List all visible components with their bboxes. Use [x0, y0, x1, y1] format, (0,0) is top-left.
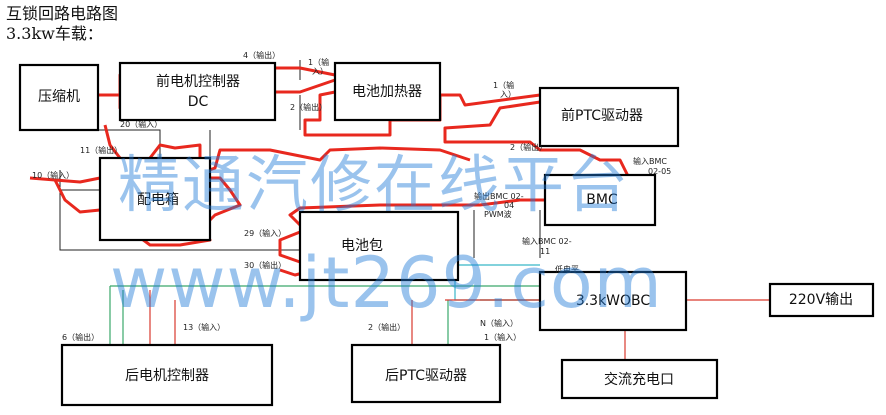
ac-charge-port-box: [560, 358, 719, 400]
pin-label-13-in: 13（输入）: [183, 322, 225, 332]
pin-label-bmc-out-04: 输出BMC 02-: [474, 191, 524, 201]
pin-label-30-out: 30（输出）: [244, 260, 286, 270]
pin-label-rear-2-out: 2（输出）: [368, 322, 405, 332]
front-motor-controller-label: 前电机控制器: [156, 73, 240, 90]
pin-label-ptc-1-in-a: 1（输: [493, 80, 514, 90]
rear-motor-controller-box: [60, 343, 274, 407]
bmc-box: [543, 173, 657, 227]
pin-label-low-level: 低电平: [555, 264, 579, 274]
dc-label: DC: [188, 94, 209, 110]
pin-label-ptc-1-in-b: 入）: [500, 90, 516, 99]
pin-label-bmc-out-04b: 04: [504, 201, 514, 210]
pin-labels: 4（输出） 1（输 入） 2（输出） 1（输 入） 2（输出） 20（输入） 1…: [32, 50, 671, 342]
battery-heater-box: [333, 61, 442, 122]
front-ptc-driver-label: 前PTC驱动器: [561, 107, 643, 124]
pin-label-n-in: N（输入）: [480, 318, 518, 328]
pin-label-29-in: 29（输入）: [244, 228, 286, 238]
pin-label-2-out: 2（输出）: [290, 102, 327, 112]
page-subtitle: 3.3kw车载：: [6, 24, 103, 43]
pin-label-1-in-a: 1（输: [308, 57, 329, 67]
pdu-label: 配电箱: [137, 192, 179, 208]
pin-label-bmc-in-11b: 11: [540, 247, 550, 256]
battery-pack-label: 电池包: [341, 238, 383, 254]
watermark-line1: 精通汽修在线平台: [118, 148, 630, 221]
pin-label-6-out: 6（输出）: [62, 332, 99, 342]
pin-label-bmc-in-11: 输入BMC 02-: [522, 236, 572, 246]
output-220v-box: [768, 282, 875, 318]
rear-motor-controller-label: 后电机控制器: [125, 368, 209, 384]
pin-label-ptc-2-out: 2（输出）: [510, 142, 547, 152]
pin-label-pwm: PWM波: [484, 209, 512, 219]
front-motor-controller-box: [118, 61, 277, 122]
front-ptc-driver-box: [538, 86, 680, 148]
rear-ptc-driver-label: 后PTC驱动器: [385, 368, 467, 384]
output-220v-label: 220V输出: [789, 292, 853, 308]
watermark-line2: www.jt269.com: [110, 242, 663, 324]
ac-charge-port-label: 交流充电口: [604, 371, 674, 388]
obc-box: [538, 270, 688, 332]
pin-label-4-out: 4（输出）: [243, 50, 280, 60]
pin-label-1-in-b: 入）: [312, 67, 328, 76]
compressor-box: [18, 63, 100, 132]
compressor-label: 压缩机: [38, 89, 80, 105]
pin-label-10-in: 10（输入）: [32, 170, 74, 180]
pin-label-rear-1-in: 1（输入）: [484, 332, 521, 342]
pin-label-11-out: 11（输出）: [80, 145, 122, 155]
battery-pack-box: [298, 210, 460, 282]
battery-heater-label: 电池加热器: [352, 84, 422, 100]
obc-label: 3.3kWOBC: [576, 293, 651, 309]
pin-label-bmc-in-05b: 02-05: [648, 167, 671, 176]
page-title: 互锁回路电路图: [6, 4, 119, 23]
pin-label-20-in: 20（输入）: [120, 119, 162, 129]
pdu-box: [98, 156, 212, 242]
rear-ptc-driver-box: [350, 343, 502, 404]
pin-label-bmc-in-05: 输入BMC: [633, 156, 667, 166]
bmc-label: BMC: [586, 192, 618, 208]
